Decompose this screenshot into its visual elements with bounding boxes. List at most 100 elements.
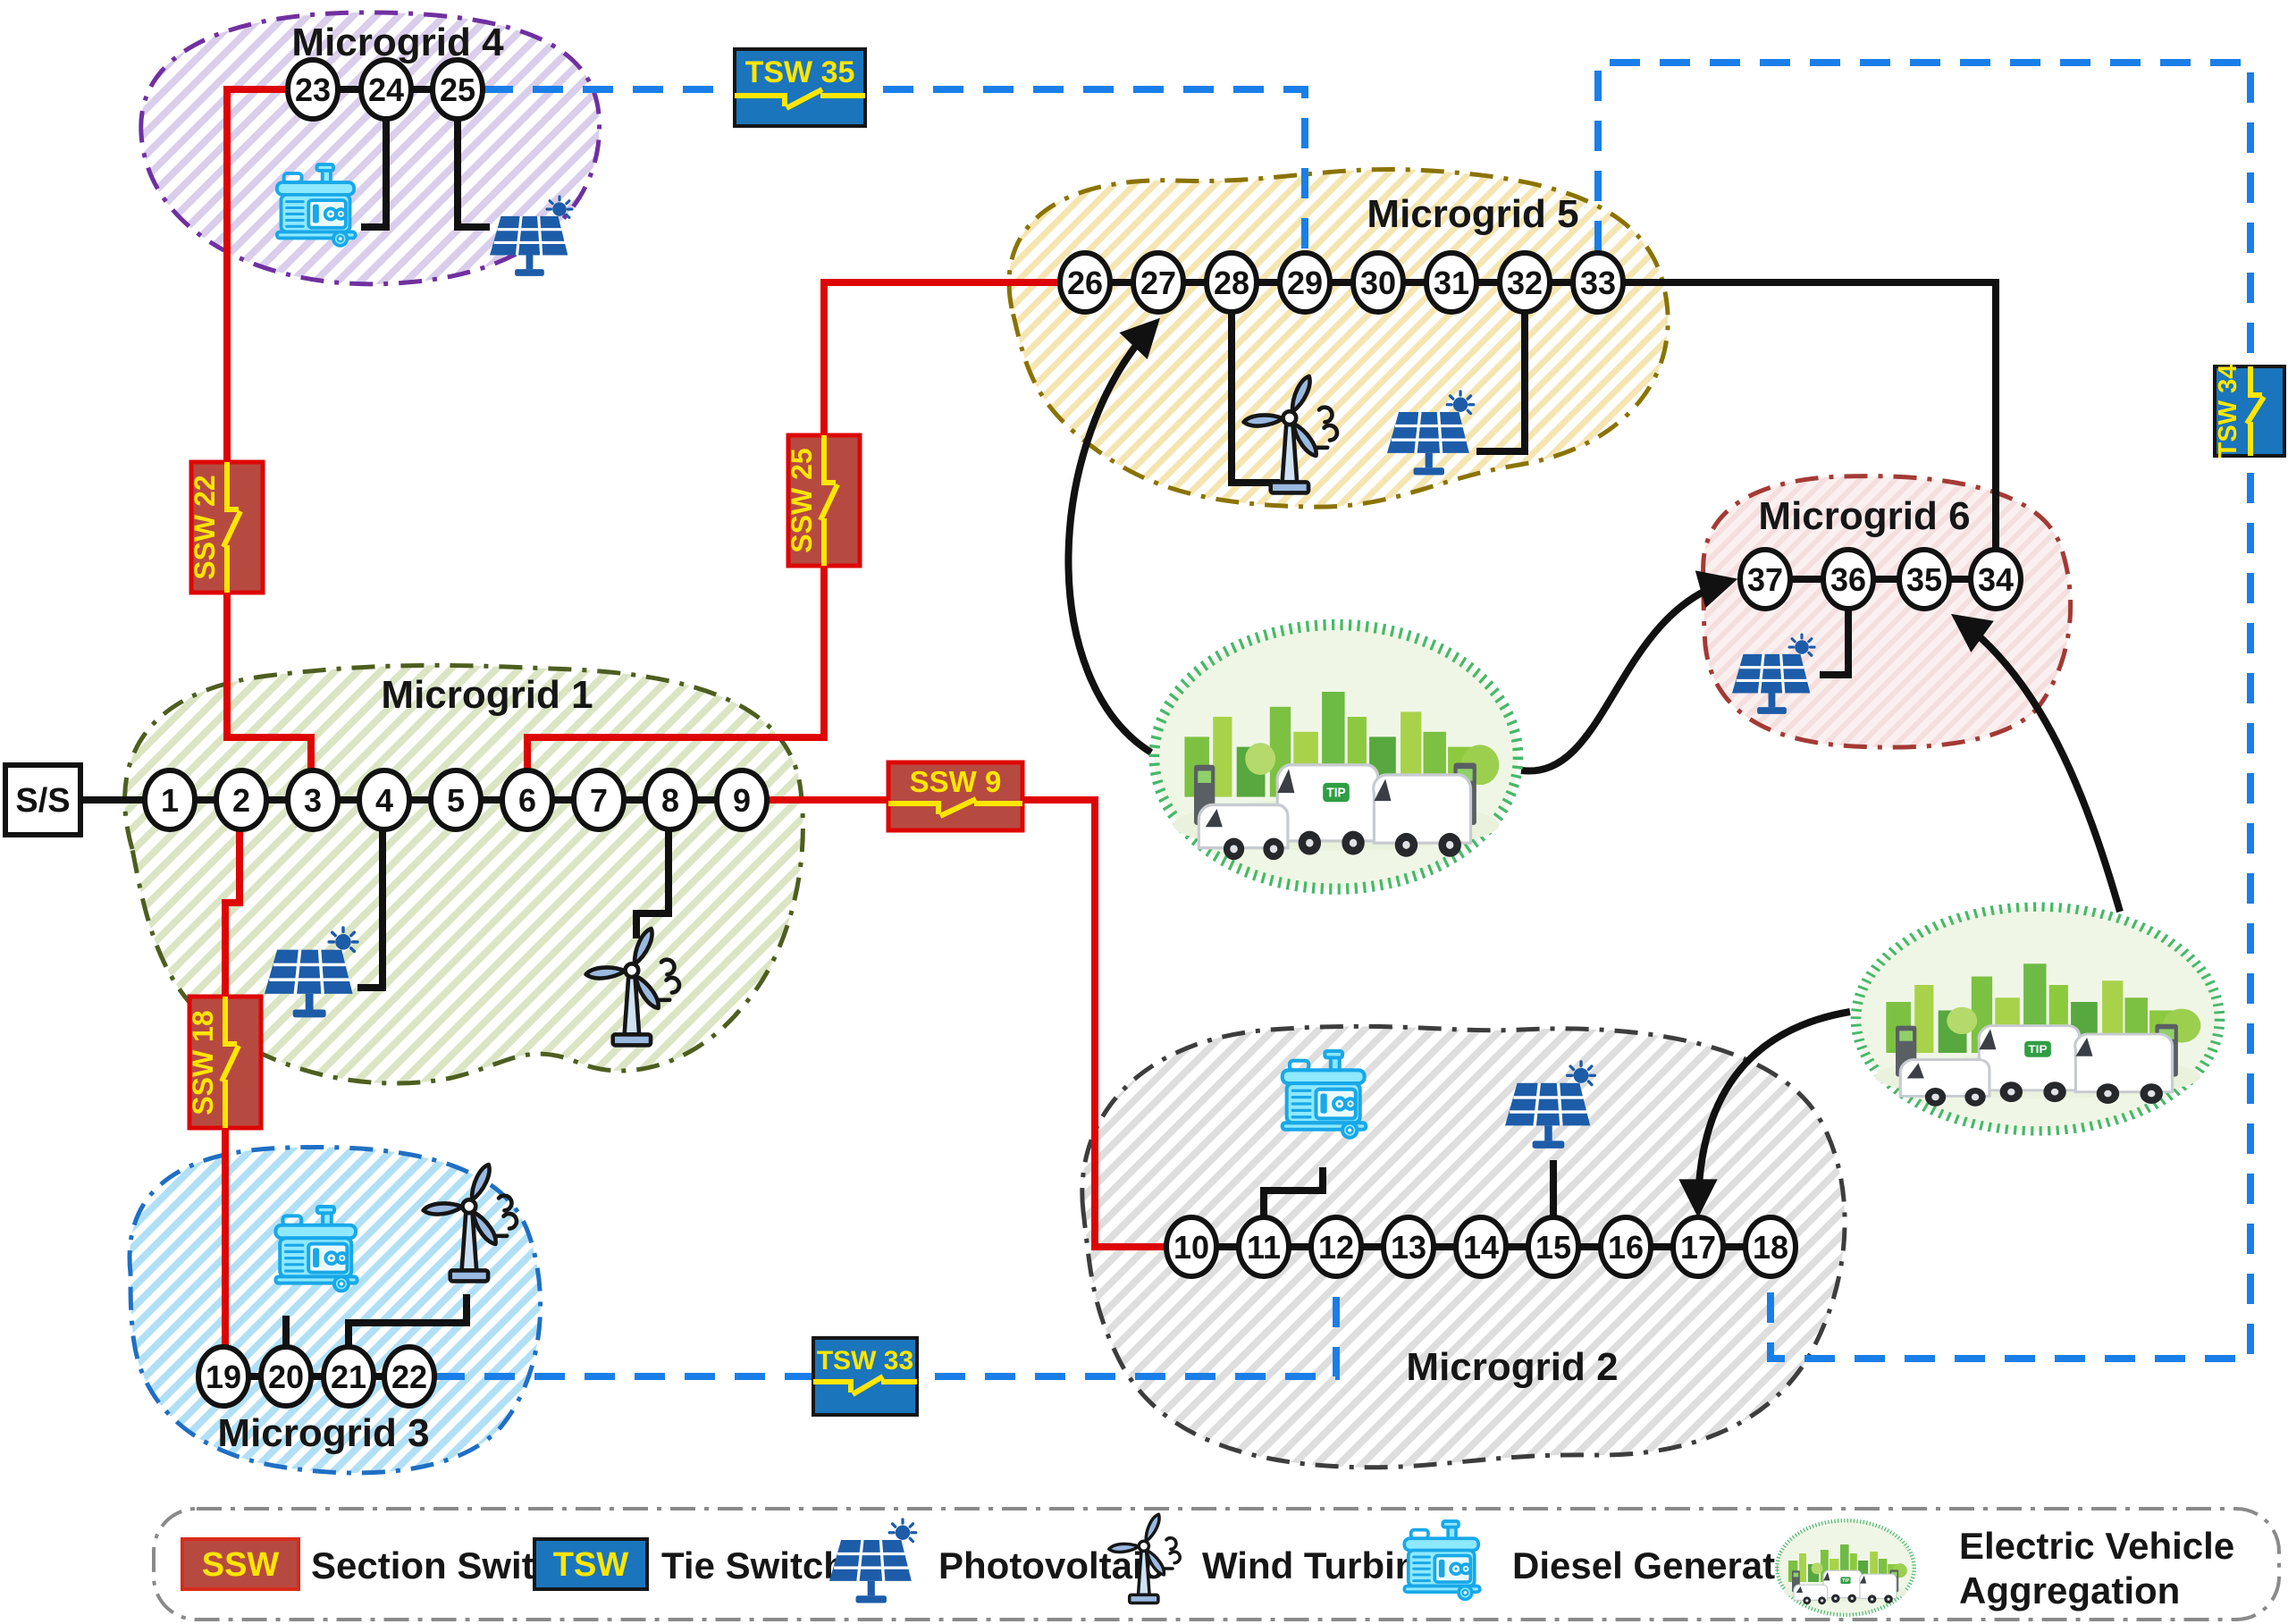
bus-12: 12 <box>1308 1215 1364 1279</box>
bus4-pv-stem <box>358 828 386 991</box>
legend-item-section-switch: SSW Section Switch <box>181 1537 578 1591</box>
legend-tsw-label: Tie Switch <box>661 1544 846 1586</box>
tsw33-label: TSW 33 <box>817 1346 913 1376</box>
bus-25: 25 <box>430 57 485 122</box>
legend-wind-label: Wind Turbine <box>1202 1544 1439 1586</box>
bus-8: 8 <box>643 768 698 832</box>
svg-text:37: 37 <box>1747 561 1783 598</box>
svg-text:31: 31 <box>1434 265 1469 301</box>
svg-text:1: 1 <box>161 782 179 819</box>
svg-text:35: 35 <box>1906 561 1942 598</box>
tsw35-switch: TSW 35 <box>733 47 867 128</box>
bus-11: 11 <box>1236 1215 1291 1279</box>
bus-13: 13 <box>1381 1215 1436 1279</box>
ssw18-label: SSW 18 <box>187 1010 219 1115</box>
svg-text:17: 17 <box>1680 1229 1716 1266</box>
bus-33: 33 <box>1570 250 1626 315</box>
bus-16: 16 <box>1598 1215 1653 1279</box>
svg-text:4: 4 <box>375 782 393 819</box>
legend: SSW Section Switch TSW Tie Switch Photov… <box>152 1507 2281 1621</box>
svg-text:34: 34 <box>1978 561 2014 598</box>
bus-nodes: 1 2 3 4 5 6 7 8 9 23 24 25 26 27 28 29 3… <box>142 57 2023 1409</box>
svg-text:29: 29 <box>1287 265 1323 301</box>
bus-30: 30 <box>1350 250 1406 315</box>
svg-text:26: 26 <box>1067 265 1103 301</box>
tsw33-breaker-icon <box>813 1374 917 1397</box>
svg-text:3: 3 <box>304 782 322 819</box>
legend-tsw-chip: TSW <box>553 1546 629 1584</box>
svg-text:28: 28 <box>1214 265 1249 301</box>
bus-24: 24 <box>358 57 414 122</box>
bus-9: 9 <box>714 768 770 832</box>
legend-ev-label-line2: Aggregation <box>1959 1569 2180 1611</box>
svg-text:36: 36 <box>1830 561 1866 598</box>
bus-26: 26 <box>1057 250 1113 315</box>
svg-text:12: 12 <box>1318 1229 1354 1266</box>
svg-text:20: 20 <box>268 1359 304 1395</box>
bus-14: 14 <box>1453 1215 1509 1279</box>
svg-text:9: 9 <box>733 782 751 819</box>
microgrid-4-label: Microgrid 4 <box>291 21 504 64</box>
ssw9-label: SSW 9 <box>910 765 1002 798</box>
bus-1: 1 <box>142 768 198 832</box>
svg-text:11: 11 <box>1247 1229 1281 1266</box>
bus-35: 35 <box>1897 547 1952 611</box>
bus-27: 27 <box>1131 250 1186 315</box>
legend-ev-label-line1: Electric Vehicle <box>1959 1525 2234 1567</box>
bus28-wind-stem <box>1228 311 1280 486</box>
ev-aggregation-icon-legend <box>1777 1520 1914 1615</box>
tsw35-label: TSW 35 <box>745 55 855 89</box>
ssw25-breaker-icon <box>818 435 840 566</box>
ssw22-label: SSW 22 <box>189 475 221 579</box>
substation: S/S <box>3 762 83 837</box>
legend-diesel-label: Diesel Generator <box>1512 1544 1813 1586</box>
svg-text:7: 7 <box>590 782 608 819</box>
svg-text:16: 16 <box>1608 1229 1644 1266</box>
legend-item-wind-turbine: Wind Turbine <box>1106 1510 1439 1605</box>
ssw9-switch: SSW 9 <box>886 760 1025 833</box>
bus-29: 29 <box>1277 250 1333 315</box>
svg-text:25: 25 <box>440 72 475 108</box>
svg-text:2: 2 <box>232 782 250 819</box>
legend-ssw-chip: SSW <box>202 1546 280 1584</box>
ev-aggregation-2 <box>1855 907 2219 1132</box>
microgrid-6-region: Microgrid 6 <box>1701 474 2074 750</box>
tsw34-label: TSW 34 <box>2214 365 2242 459</box>
ev1-to-bus27-arrow <box>1064 317 1160 756</box>
bus-18: 18 <box>1743 1215 1798 1279</box>
legend-border <box>152 1507 2281 1621</box>
tie-line-tsw33 <box>434 1278 1340 1380</box>
svg-text:19: 19 <box>206 1359 241 1395</box>
svg-text:5: 5 <box>447 782 465 819</box>
svg-text:32: 32 <box>1507 265 1543 301</box>
bus-5: 5 <box>428 768 484 832</box>
svg-text:13: 13 <box>1391 1229 1426 1266</box>
bus-28: 28 <box>1204 250 1259 315</box>
bus25-pv-stem <box>454 116 490 231</box>
tsw33-switch: TSW 33 <box>812 1336 919 1417</box>
bus-6: 6 <box>500 768 555 832</box>
svg-text:18: 18 <box>1753 1229 1788 1266</box>
section-line-ssw25 <box>524 279 1062 770</box>
svg-text:27: 27 <box>1140 265 1176 301</box>
svg-text:10: 10 <box>1173 1229 1209 1266</box>
bus-34: 34 <box>1968 547 2023 611</box>
bus-2: 2 <box>214 768 269 832</box>
legend-item-ev-aggregation: Electric Vehicle Aggregation <box>1777 1520 2234 1615</box>
svg-text:22: 22 <box>391 1359 427 1395</box>
bus-22: 22 <box>382 1344 437 1409</box>
tie-line-tsw34 <box>1594 59 2254 1362</box>
ssw22-breaker-icon <box>221 462 243 593</box>
svg-text:23: 23 <box>295 72 331 108</box>
microgrid-5-region: Microgrid 5 <box>1006 167 1670 509</box>
tsw35-breaker-icon <box>735 87 865 111</box>
microgrid-2-label: Microgrid 2 <box>1406 1345 1618 1389</box>
ssw25-label: SSW 25 <box>786 448 818 552</box>
bus-15: 15 <box>1526 1215 1581 1279</box>
legend-item-diesel-generator: Diesel Generator <box>1402 1519 1813 1602</box>
svg-text:6: 6 <box>518 782 536 819</box>
tsw34-switch: TSW 34 <box>2213 365 2286 459</box>
ev-aggregation-1 <box>1154 625 1518 889</box>
